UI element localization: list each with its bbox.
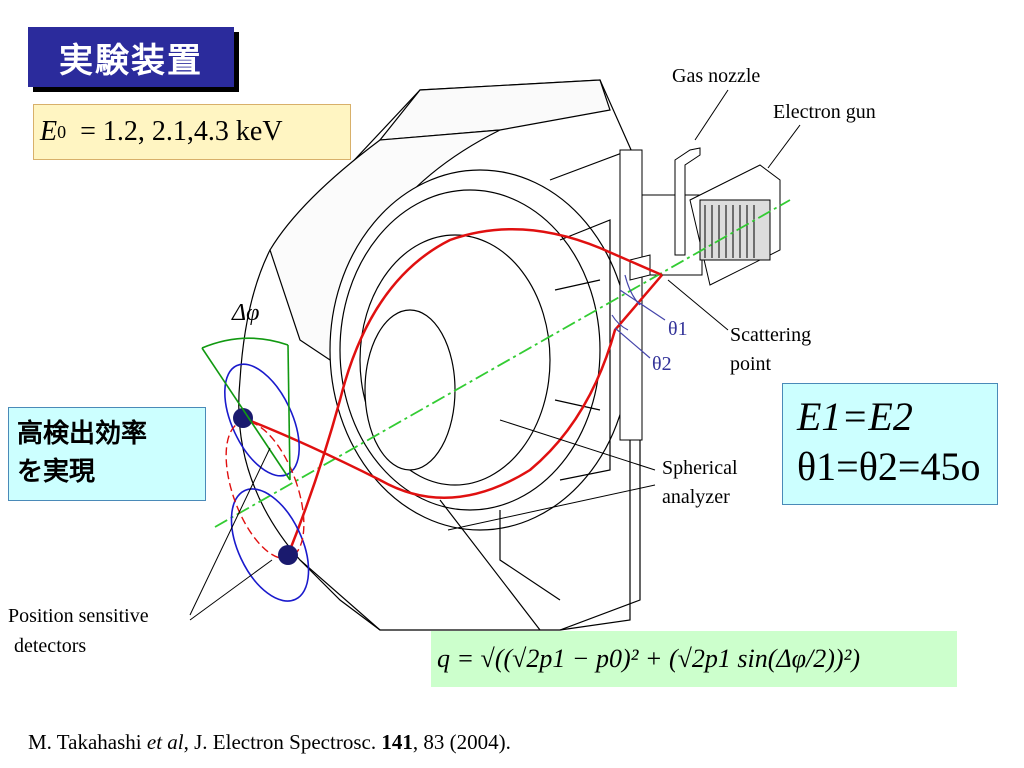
gas-nozzle-label: Gas nozzle	[672, 65, 760, 87]
electron-gun-assembly	[619, 147, 781, 441]
formula-text: q = √((√2p1 − p0)² + (√2p1 sin(Δφ/2))²)	[437, 644, 861, 673]
psd-label-2: detectors	[14, 635, 86, 657]
conditions-line2: θ1=θ2=45o	[797, 444, 981, 489]
spherical-analyzer-label-2: analyzer	[662, 486, 730, 508]
analyzer-body	[238, 79, 641, 631]
energy-value: = 1.2, 2.1,4.3 keV	[80, 116, 283, 147]
momentum-transfer-formula: q = √((√2p1 − p0)² + (√2p1 sin(Δφ/2))²)	[431, 631, 957, 687]
electron-trajectories	[242, 228, 663, 556]
conditions-box: E1=E2 θ1=θ2=45o	[782, 383, 998, 505]
citation-authors: M. Takahashi	[28, 730, 147, 754]
efficiency-line2: を実現	[17, 457, 96, 487]
efficiency-line1: 高検出効率	[17, 419, 148, 449]
delta-phi-label: Δφ	[231, 300, 259, 326]
angle-markers	[611, 274, 666, 359]
psd-label-1: Position sensitive	[8, 605, 149, 627]
slide-title-text: 実験装置	[59, 40, 203, 81]
energy-symbol: E	[40, 116, 58, 147]
slide-title: 実験装置	[28, 27, 234, 87]
detector-hit-upper	[233, 408, 253, 428]
energy-subscript: 0	[57, 121, 67, 142]
citation-pages: , 83 (2004).	[412, 730, 511, 754]
spherical-analyzer-label-1: Spherical	[662, 457, 738, 479]
conditions-line1: E1=E2	[797, 394, 913, 439]
scattering-point-label-1: Scattering	[730, 324, 811, 346]
electron-beam	[214, 199, 791, 528]
delta-phi-indicator	[201, 337, 291, 481]
electron-gun-label: Electron gun	[773, 101, 876, 123]
citation-etal: et al	[146, 730, 184, 754]
citation: M. Takahashi et al, J. Electron Spectros…	[28, 730, 511, 755]
scattering-point-label-2: point	[730, 353, 772, 375]
efficiency-box: 高検出効率 を実現	[8, 407, 206, 501]
citation-volume: 141	[381, 730, 413, 754]
detector-hit-lower	[278, 545, 298, 565]
citation-journal: , J. Electron Spectrosc.	[183, 730, 382, 754]
theta2-label: θ2	[652, 353, 672, 375]
theta1-label: θ1	[668, 318, 688, 340]
label-pointers	[189, 89, 801, 621]
